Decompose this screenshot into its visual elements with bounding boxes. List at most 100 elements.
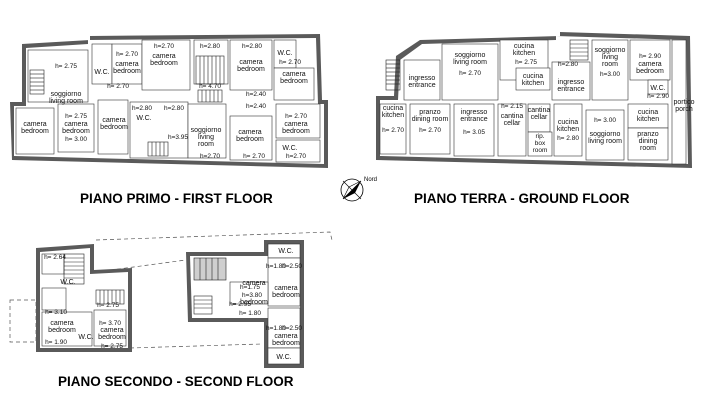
room-bedroom [629,39,671,81]
room-name: soggiorno [455,52,486,59]
height-label: h=2.80 [164,105,184,112]
second-floor-stairs-b [95,289,125,305]
room-name: cellar [504,120,521,127]
height-label: h=2.70 [200,153,220,160]
room-dining-b [627,127,669,161]
height-label: h= 2.64 [44,254,66,261]
room-bedroom-c [267,257,301,307]
height-label: h=2.70 [286,153,306,160]
north-label: Nord [364,177,377,183]
room-entrance-b [551,61,591,101]
room-name: room [640,145,656,152]
room-name: camera [152,53,175,60]
room-name: bedroom [636,68,664,75]
room-bedroom-d [273,67,315,101]
height-label: h=2.40 [246,91,266,98]
room-name: portico [673,99,694,106]
room-name: cucina [558,119,578,126]
room-bedroom-d [229,281,269,305]
room-bedroom-a [41,311,93,347]
room-name: W.C. [276,354,291,361]
first-floor-stairs-b [195,55,225,85]
room-name: cantina [501,113,524,120]
room-bedroom-e [267,307,301,349]
room-bedroom-a [111,43,143,85]
room-living-a [441,43,499,101]
room-name: room [198,141,214,148]
room-wc-b [41,287,67,311]
height-label: h= 2.90 [639,53,661,60]
room-living-c [585,109,625,161]
second-floor-title: PIANO SECONDO - SECOND FLOOR [58,374,294,389]
room-name: bedroom [280,78,308,85]
room-name: room [533,147,548,154]
height-label: h=2.40 [246,103,266,110]
first-floor-title: PIANO PRIMO - FIRST FLOOR [80,191,273,206]
room-name: camera [242,280,265,287]
height-label: h= 2.95 [229,301,251,308]
room-wc-d [275,139,321,163]
room-name: cucina [523,73,543,80]
height-label: h=3.00 [600,71,620,78]
height-label: h=2.80 [132,105,152,112]
room-entrance-a [403,59,441,101]
height-label: h= 1.80 [239,310,261,317]
room-name: bedroom [236,136,264,143]
height-label: h=2.70 [154,43,174,50]
room-name: cantina [528,107,551,114]
room-name: kitchen [522,80,544,87]
room-bedroom-b [93,309,127,347]
room-bedroom-h [229,115,273,161]
room-name: soggiorno [51,91,82,98]
room-name: camera [102,117,125,124]
room-name: kitchen [557,126,579,133]
room-wc-a [91,43,113,85]
room-living-b [591,39,629,101]
room-entrance-c [453,103,495,157]
height-label: h= 2.70 [419,127,441,134]
height-label: h= 2.80 [557,135,579,142]
room-name: bedroom [113,68,141,75]
room-living-b [187,103,227,159]
north-arrow-icon: Nord [340,177,377,202]
room-name: living [602,54,618,61]
room-bedroom-e [15,107,55,155]
room-name: bedroom [272,292,300,299]
room-name: camera [50,320,73,327]
room-name: living room [453,59,487,66]
room-name: entrance [460,116,487,123]
room-name: W.C. [282,145,297,152]
height-label: h= 2.90 [647,93,669,100]
height-label: h= 2.70 [279,59,301,66]
room-box [527,131,553,157]
room-name: W.C. [277,50,292,57]
room-living-a [27,49,89,103]
height-label: h=2.50 [282,263,302,270]
room-name: bedroom [62,128,90,135]
room-name: camera [638,61,661,68]
height-label: h= 3.00 [65,136,87,143]
height-label: h= 2.70 [285,113,307,120]
first-floor-stairs-a [29,69,45,95]
height-label: h= 3.05 [463,129,485,136]
room-name: box [535,140,546,147]
height-label: h=1.75 [240,284,260,291]
room-name: soggiorno [595,47,626,54]
room-name: pranzo [637,131,659,138]
room-bedroom-g [97,99,129,155]
room-name: cucina [383,105,403,112]
room-name: camera [64,121,87,128]
room-name: dining [639,138,658,145]
height-label: h= 3.00 [594,117,616,124]
height-label: h= 2.70 [107,83,129,90]
room-name: cucina [638,109,658,116]
height-label: h= 4.70 [199,83,221,90]
room-name: cucina [514,43,534,50]
room-name: entrance [557,86,584,93]
height-label: h=2.80 [242,43,262,50]
height-label: h=3.80 [242,292,262,299]
room-name: soggiorno [191,127,222,134]
room-name: living [198,134,214,141]
height-label: h= 2.75 [97,302,119,309]
room-name: bedroom [98,334,126,341]
